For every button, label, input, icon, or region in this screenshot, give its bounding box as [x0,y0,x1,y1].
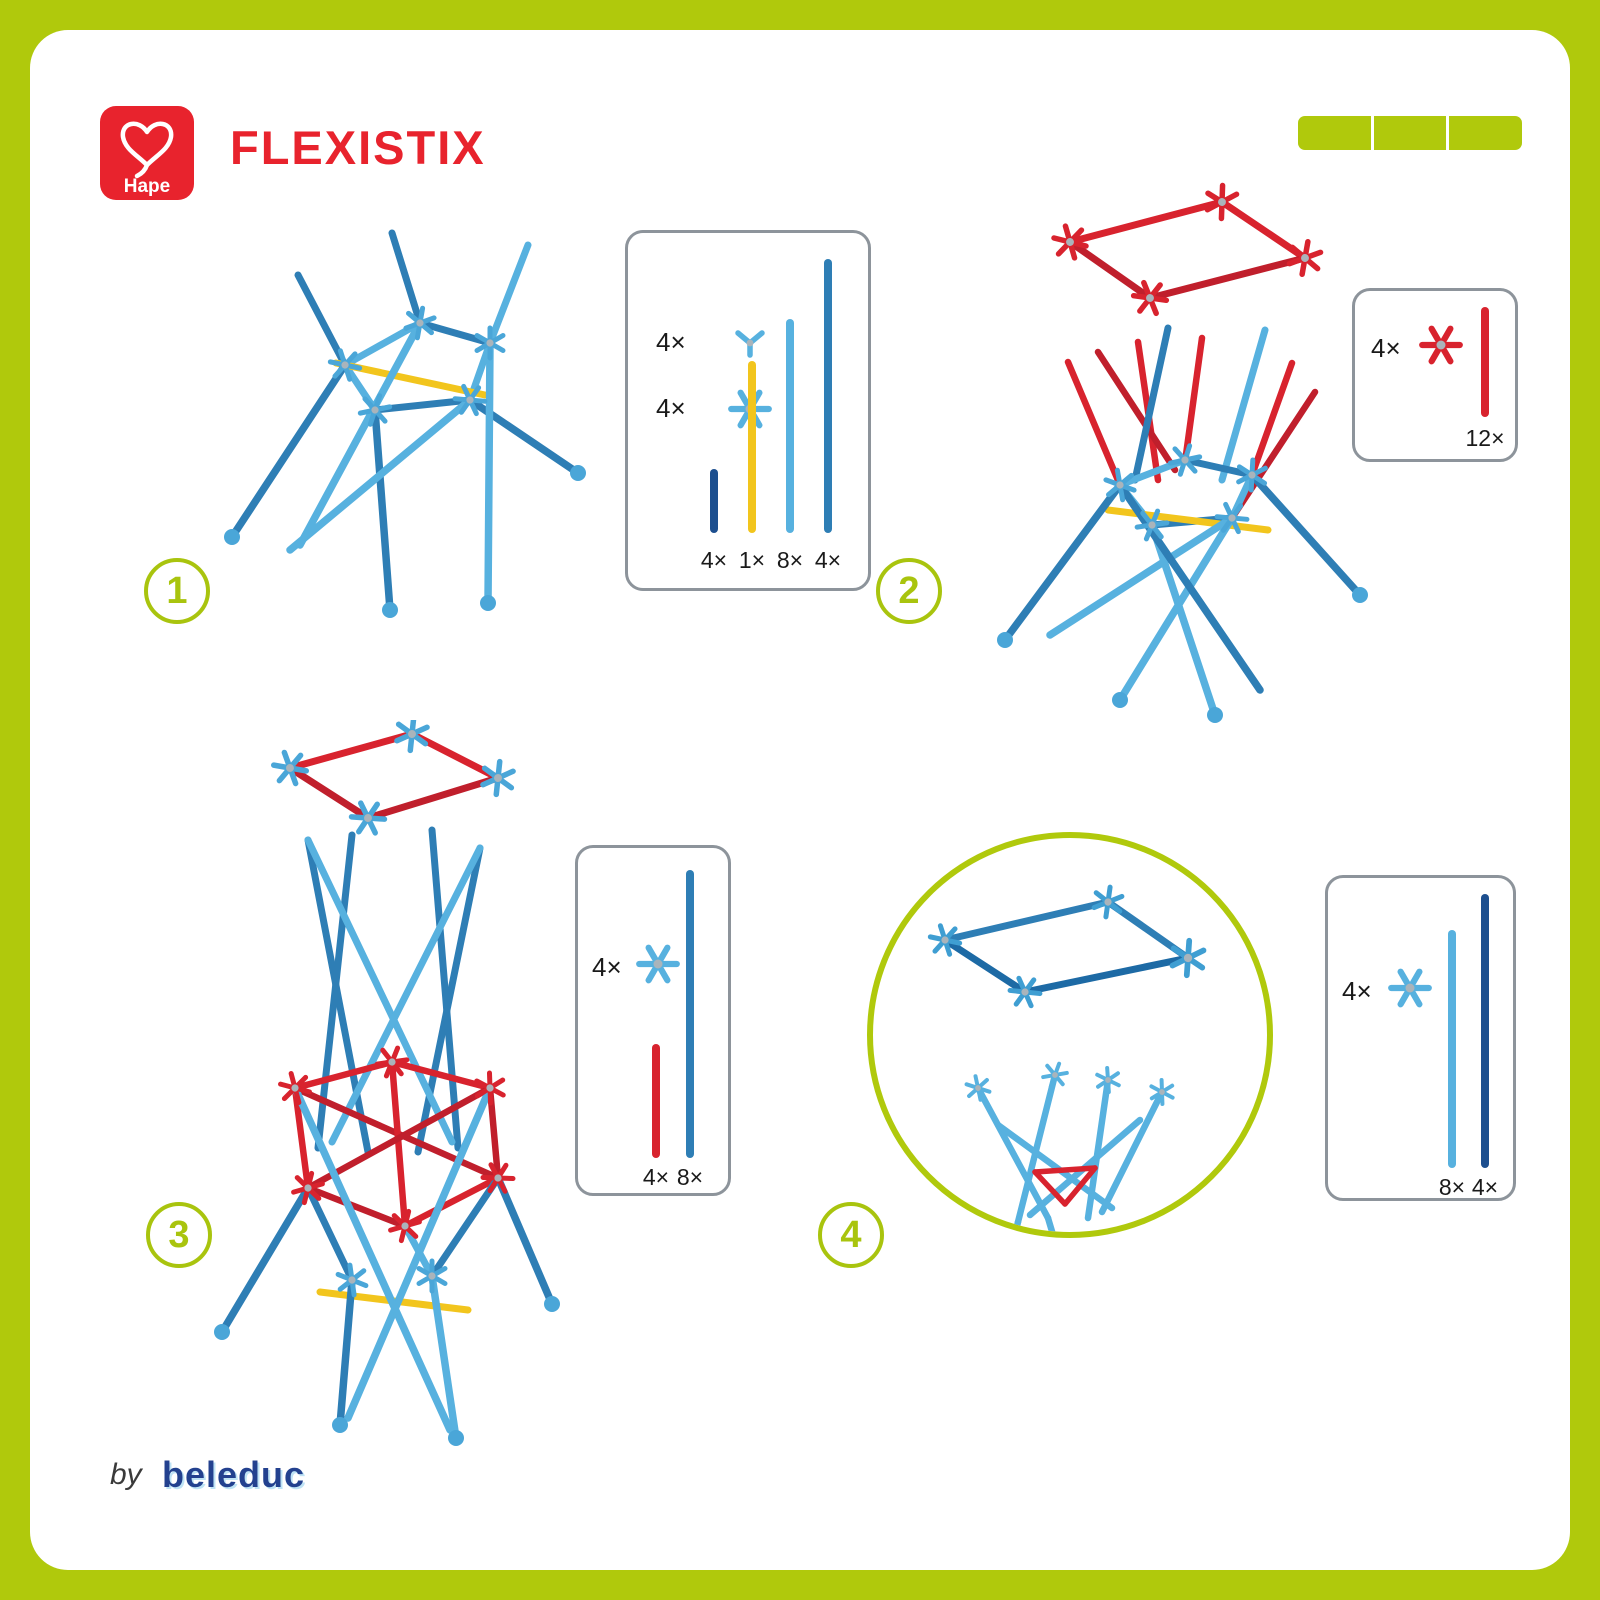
navy-stick-swatch [1481,894,1489,1168]
blue-star-connector-icon [630,936,686,992]
red-star-connector-icon [1413,317,1469,373]
red-stick-count: 4× [642,1164,670,1190]
hape-heart-icon: Hape [120,121,174,197]
step-4-structure-illustration [867,832,1273,1238]
step-1-structure-illustration [224,229,586,618]
progress-segment [1446,116,1522,150]
step-1-badge: 1 [144,558,210,624]
star-connector-count: 4× [1342,976,1372,1006]
y-connector-count: 4× [656,327,686,357]
red-stick-count: 12× [1465,425,1505,451]
yellow-stick-count: 1× [738,547,766,573]
blue-stick-count: 8× [676,1164,704,1190]
red-stick-swatch [1481,307,1489,417]
star-connector-count: 4× [1371,333,1401,363]
beleduc-logo: beleduc [162,1454,306,1495]
blue-star-connector-icon [1382,960,1438,1016]
blue-stick-count: 4× [814,547,842,573]
navy-stick-count: 4× [1471,1174,1499,1200]
hape-logo: Hape [100,106,194,200]
sheet-background: Hape FLEXISTIX [30,30,1570,1570]
red-stick-swatch [652,1044,660,1158]
blue-stick-swatch [686,870,694,1158]
short-navy-stick-swatch [710,469,718,533]
hape-brand-label: Hape [124,176,170,197]
light-blue-stick-swatch [786,319,794,533]
y-connector-icon [726,317,774,365]
light-blue-stick-count: 8× [776,547,804,573]
step-3-parts-panel: 4× 4× 8× [575,845,731,1196]
progress-segment [1298,116,1371,150]
progress-segment [1370,116,1447,150]
step-3-badge: 3 [146,1202,212,1268]
step-3-structure-illustration [214,720,560,1446]
step-1-parts-panel: 4× 4× 4× 1× 8× 4× [625,230,871,591]
footer-by-label: by [110,1458,142,1491]
blue-stick-swatch [824,259,832,533]
navy-stick-count: 4× [700,547,728,573]
step-4-badge: 4 [818,1202,884,1268]
star-connector-count: 4× [592,952,622,982]
step-2-parts-panel: 4× 12× [1352,288,1518,462]
step-4-parts-panel: 4× 8× 4× [1325,875,1516,1201]
yellow-stick-swatch [748,361,756,533]
star-connector-count: 4× [656,393,686,423]
step-2-structure-illustration [997,180,1368,723]
light-blue-stick-count: 8× [1438,1174,1466,1200]
page-title: FLEXISTIX [230,121,486,174]
step-2-badge: 2 [876,558,942,624]
step-progress-bar [1298,116,1522,150]
light-blue-stick-swatch [1448,930,1456,1168]
